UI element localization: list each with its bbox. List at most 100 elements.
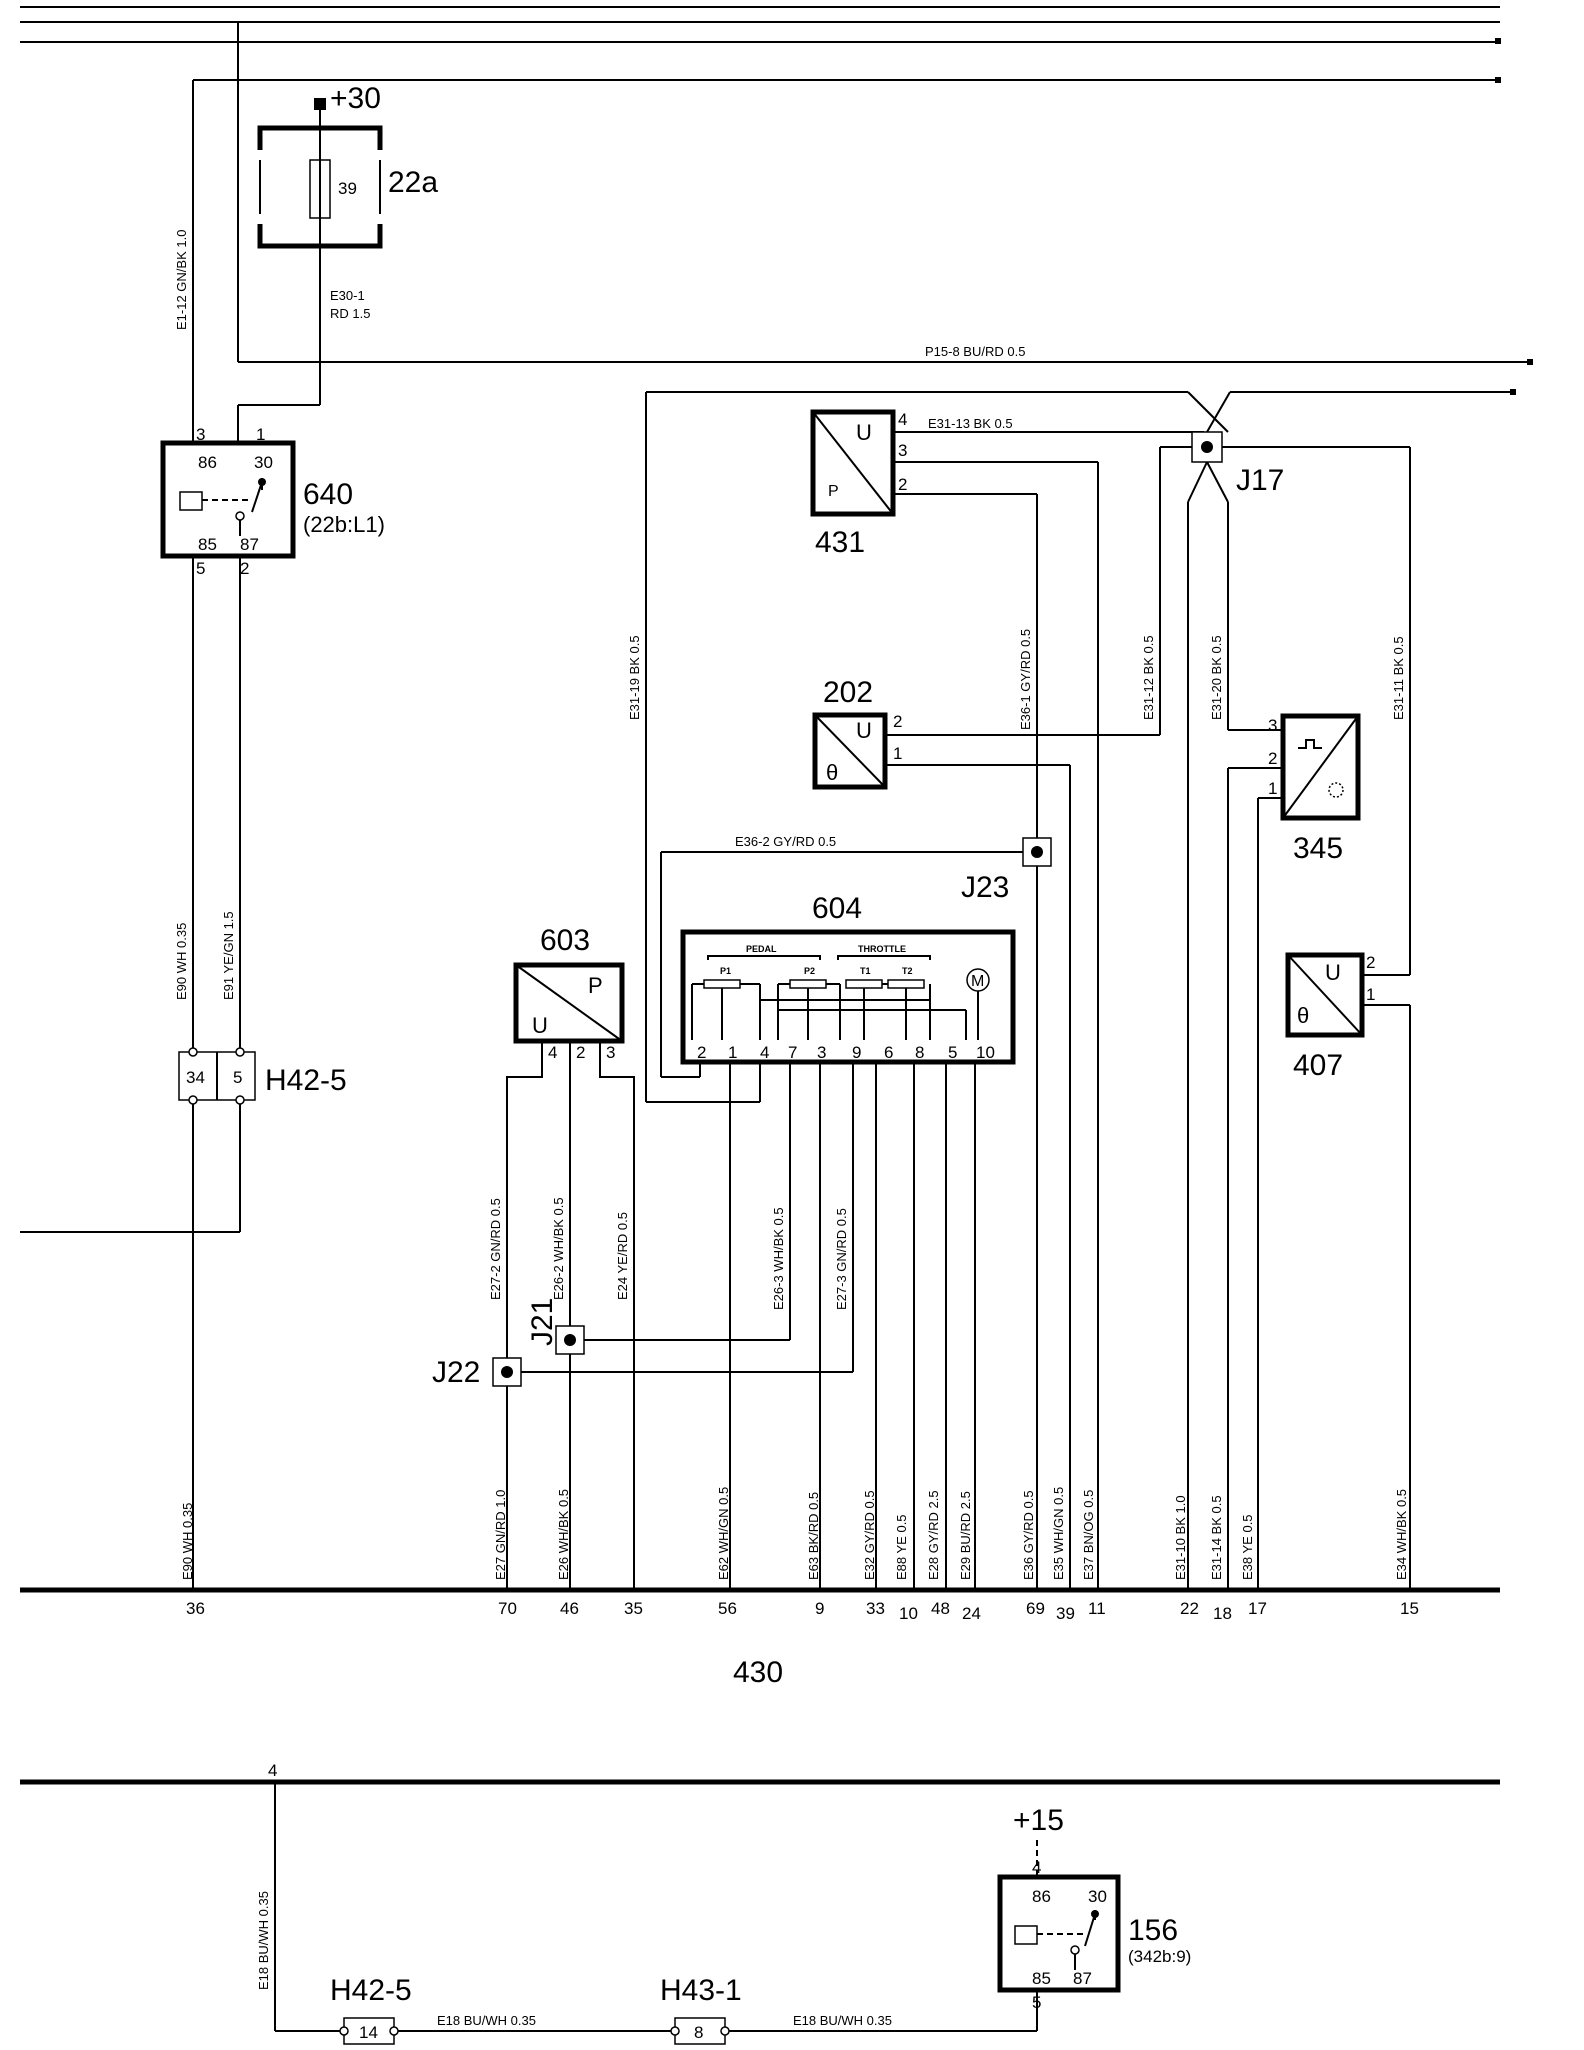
relay-156-term-86: 86 [1032,1887,1051,1906]
ecu-wire-label: E63 BK/RD 0.5 [806,1492,821,1580]
wire-label-e36-2: E36-2 GY/RD 0.5 [735,834,836,849]
ecu-pin: 22 [1180,1599,1199,1618]
relay-156-pin-4: 4 [1032,1858,1041,1877]
sensor-202-pin-2: 2 [893,712,902,731]
wire-label-e31-13: E31-13 BK 0.5 [928,416,1013,431]
bottom-bus-pin-4: 4 [268,1761,277,1780]
ecu-pin-numbers: 36 70 46 35 56 9 33 10 48 24 69 39 11 22… [186,1599,1419,1623]
splice-j21-j22: J21 J22 [432,1298,590,1389]
relay-640-term-86: 86 [198,453,217,472]
sensor-431-pin-4: 4 [898,410,907,429]
module-604-pin-5: 5 [948,1043,957,1062]
ecu-wire-label: E36 GY/RD 0.5 [1021,1490,1036,1580]
wire-label-e18-vertical: E18 BU/WH 0.35 [256,1891,271,1990]
sensor-345-pin-3: 3 [1268,716,1277,735]
ecu-pin: 9 [815,1599,824,1618]
module-604-pin-2: 2 [697,1043,706,1062]
relay-156-term-30: 30 [1088,1887,1107,1906]
module-604-t1: T1 [860,966,871,976]
relay-640-pin-3: 3 [196,425,205,444]
fuse-rating: 39 [338,179,357,198]
ecu-pin: 46 [560,1599,579,1618]
sensor-431-p: P [828,483,839,500]
splice-j23: E36-2 GY/RD 0.5 J23 [660,834,1052,1590]
ecu-pin: 48 [931,1599,950,1618]
ecu-pin: 11 [1088,1599,1106,1618]
wire-label-e31-20: E31-20 BK 0.5 [1209,635,1224,720]
wire-label-e24: E24 YE/RD 0.5 [615,1212,630,1300]
sensor-603-pin-3: 3 [606,1043,615,1062]
wire-label-e27-2: E27-2 GN/RD 0.5 [488,1198,503,1300]
h42-top-pin-34: 34 [186,1068,205,1087]
ecu-wire-label: E35 WH/GN 0.5 [1051,1487,1066,1580]
top-feed-lines: P15-8 BU/RD 0.5 E1-12 GN/BK 1.0 [20,6,1533,443]
sensor-603-pin-4: 4 [548,1043,557,1062]
ecu-wire-label: E38 YE 0.5 [1240,1514,1255,1580]
wire-label-e31-11: E31-11 BK 0.5 [1391,636,1406,720]
sensor-431: U P 431 4 3 2 E31-13 BK 0.5 E36-1 GY/RD … [810,409,1204,1590]
ecu-pin: 33 [866,1599,885,1618]
wire-label-e30-1: E30-1 [330,288,365,303]
splice-j23-id: J23 [961,871,1009,904]
module-604-wiring: E26-3 WH/BK 0.5 E27-3 GN/RD 0.5 [520,1062,976,1590]
module-604-pin-3: 3 [817,1043,826,1062]
sensor-202-theta: θ [826,760,838,785]
relay-640-term-85: 85 [198,535,217,554]
module-604-pedal: PEDAL [746,944,777,954]
sensor-407-pin-1: 1 [1366,985,1375,1004]
wire-label-e18-b: E18 BU/WH 0.35 [793,2013,892,2028]
ecu-pin: 70 [498,1599,517,1618]
ecu-pin: 18 [1213,1604,1232,1623]
h42-bottom-id: H42-5 [330,1974,412,2007]
ecu-pin: 56 [718,1599,737,1618]
sensor-431-pin-2: 2 [898,475,907,494]
module-604-pin-9: 9 [852,1043,861,1062]
ecu-pin: 35 [624,1599,643,1618]
sensor-407: U θ 407 2 1 [1285,952,1411,1590]
ecu-pin: 69 [1026,1599,1045,1618]
h43-id: H43-1 [660,1974,742,2007]
relay-640: 3 1 86 30 85 87 5 2 640 (22b:L1) [160,404,385,578]
module-604-pin-1: 1 [728,1043,737,1062]
bottom-circuit: 4 E18 BU/WH 0.35 14 H42-5 E18 BU/WH 0.35… [20,1761,1500,2045]
ecu-wire-label: E27 GN/RD 1.0 [493,1490,508,1580]
relay-640-pin-1: 1 [256,425,265,444]
module-604-t2: T2 [902,966,913,976]
sensor-407-theta: θ [1297,1003,1309,1028]
wire-label-e27-3: E27-3 GN/RD 0.5 [834,1208,849,1310]
wire-label-p15-8: P15-8 BU/RD 0.5 [925,344,1025,359]
relay-640-term-87: 87 [240,535,259,554]
module-604-motor: M [971,973,984,990]
module-604-p1: P1 [720,966,731,976]
relay-640-ref: (22b:L1) [303,512,385,537]
ecu-wire-label: E34 WH/BK 0.5 [1394,1489,1409,1580]
wire-label-e90-top: E90 WH 0.35 [174,923,189,1000]
sensor-202-id: 202 [823,676,873,709]
sensor-603-u: U [532,1013,548,1038]
wire-label-e1-12: E1-12 GN/BK 1.0 [174,230,189,330]
wire-label-e31-12: E31-12 BK 0.5 [1141,635,1156,720]
sensor-407-pin-2: 2 [1366,953,1375,972]
sensor-603-p: P [588,973,603,998]
relay-640-pin-5: 5 [196,559,205,578]
relay-156-ref: (342b:9) [1128,1947,1191,1966]
splice-j22-id: J22 [432,1356,480,1389]
h42-bottom-pin-14: 14 [359,2023,378,2042]
ecu-pin: 15 [1400,1599,1419,1618]
ecu-wire-label: E62 WH/GN 0.5 [716,1487,731,1580]
ecu-wire-label: E32 GY/RD 0.5 [862,1490,877,1580]
ecu-pin: 39 [1056,1604,1075,1623]
module-604-pin-7: 7 [788,1043,797,1062]
splice-j17: J17 E31-19 BK 0.5 E31-12 BK 0.5 E31-20 B… [627,389,1516,1590]
sensor-603-id: 603 [540,924,590,957]
wire-label-e26-2: E26-2 WH/BK 0.5 [551,1197,566,1300]
relay-156-term-85: 85 [1032,1969,1051,1988]
wire-label-e18-a: E18 BU/WH 0.35 [437,2013,536,2028]
sensor-202-u: U [856,718,872,743]
wire-label-e31-19: E31-19 BK 0.5 [627,635,642,720]
module-604-p2: P2 [804,966,815,976]
splice-j17-id: J17 [1236,464,1284,497]
sensor-431-id: 431 [815,526,865,559]
sensor-345-id: 345 [1293,832,1343,865]
